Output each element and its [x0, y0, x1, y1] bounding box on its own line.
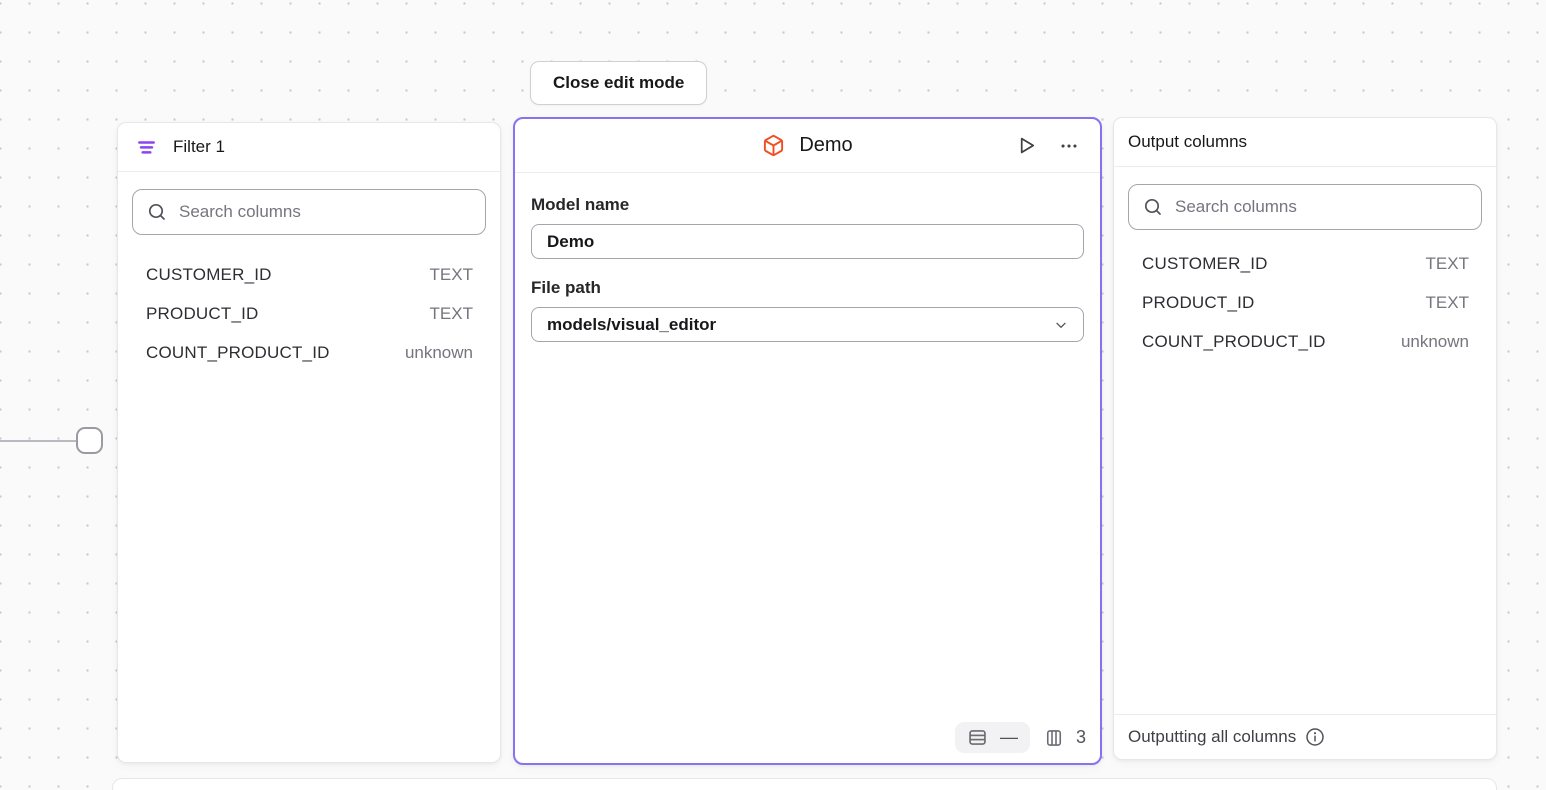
filter-lines-icon [136, 137, 157, 158]
column-name: CUSTOMER_ID [1142, 253, 1268, 273]
model-name-label: Model name [531, 195, 630, 214]
column-type: TEXT [1425, 253, 1469, 273]
filter-panel-title: Filter 1 [173, 137, 225, 156]
search-icon [147, 202, 167, 222]
row-count-toggle[interactable]: — [954, 722, 1030, 753]
output-panel-title: Output columns [1128, 132, 1248, 151]
output-footer-text: Outputting all columns [1128, 727, 1297, 746]
column-name: COUNT_PRODUCT_ID [1142, 331, 1326, 351]
chevron-down-icon [1053, 317, 1069, 333]
search-icon [1143, 197, 1163, 217]
output-panel-header: Output columns [1114, 118, 1496, 167]
column-list-item: PRODUCT_ID TEXT [118, 294, 500, 333]
column-type: TEXT [429, 303, 473, 323]
filter-search-input[interactable] [179, 202, 471, 222]
row-count-value: — [999, 727, 1018, 747]
connector-edge [0, 440, 79, 442]
file-path-label: File path [531, 278, 601, 297]
output-column-list: CUSTOMER_ID TEXT PRODUCT_ID TEXT COUNT_P… [1114, 244, 1496, 361]
model-cube-icon [762, 134, 785, 157]
model-name-input[interactable] [531, 224, 1084, 259]
filter-search-box[interactable] [132, 189, 486, 235]
column-name: COUNT_PRODUCT_ID [146, 342, 330, 362]
column-type: TEXT [429, 264, 473, 284]
file-path-select[interactable]: models/visual_editor [531, 307, 1084, 342]
column-count-icon [1044, 728, 1064, 748]
column-list-item: CUSTOMER_ID TEXT [118, 255, 500, 294]
column-list-item: CUSTOMER_ID TEXT [1114, 244, 1496, 283]
more-options-button[interactable] [1056, 133, 1082, 159]
column-name: PRODUCT_ID [146, 303, 259, 323]
connector-input-handle[interactable] [76, 427, 103, 454]
column-count-indicator[interactable]: 3 [1044, 727, 1086, 748]
model-panel-body: Model name File path models/visual_edito… [515, 173, 1100, 342]
results-panel-edge[interactable] [112, 778, 1497, 790]
model-panel-footer: — 3 [954, 722, 1086, 753]
column-list-item: PRODUCT_ID TEXT [1114, 283, 1496, 322]
column-type: unknown [404, 342, 473, 362]
file-path-value: models/visual_editor [547, 314, 717, 334]
column-list-item: COUNT_PRODUCT_ID unknown [1114, 322, 1496, 361]
model-panel-title: Demo [799, 134, 853, 156]
close-edit-mode-button[interactable]: Close edit mode [530, 61, 708, 105]
filter-column-list: CUSTOMER_ID TEXT PRODUCT_ID TEXT COUNT_P… [118, 255, 500, 372]
model-node-panel[interactable]: Demo Model name File path models/vis [513, 117, 1102, 765]
column-list-item: COUNT_PRODUCT_ID unknown [118, 333, 500, 372]
filter-node-panel[interactable]: Filter 1 CUSTOMER_ID TEXT PRODUCT_ID TEX… [117, 122, 501, 763]
output-panel-body: CUSTOMER_ID TEXT PRODUCT_ID TEXT COUNT_P… [1114, 167, 1496, 714]
output-search-box[interactable] [1128, 184, 1482, 230]
column-count-value: 3 [1075, 727, 1086, 747]
output-search-input[interactable] [1175, 197, 1467, 217]
run-model-button[interactable] [1013, 132, 1040, 159]
column-name: PRODUCT_ID [1142, 292, 1255, 312]
column-name: CUSTOMER_ID [146, 264, 272, 284]
column-type: unknown [1400, 331, 1469, 351]
row-count-icon [967, 727, 988, 748]
column-type: TEXT [1425, 292, 1469, 312]
model-panel-header: Demo [515, 119, 1100, 173]
filter-panel-header: Filter 1 [118, 123, 500, 172]
output-columns-panel[interactable]: Output columns CUSTOMER_ID TEXT PRODUCT_… [1113, 117, 1497, 760]
output-panel-footer: Outputting all columns [1114, 714, 1496, 759]
info-icon[interactable] [1305, 727, 1325, 747]
